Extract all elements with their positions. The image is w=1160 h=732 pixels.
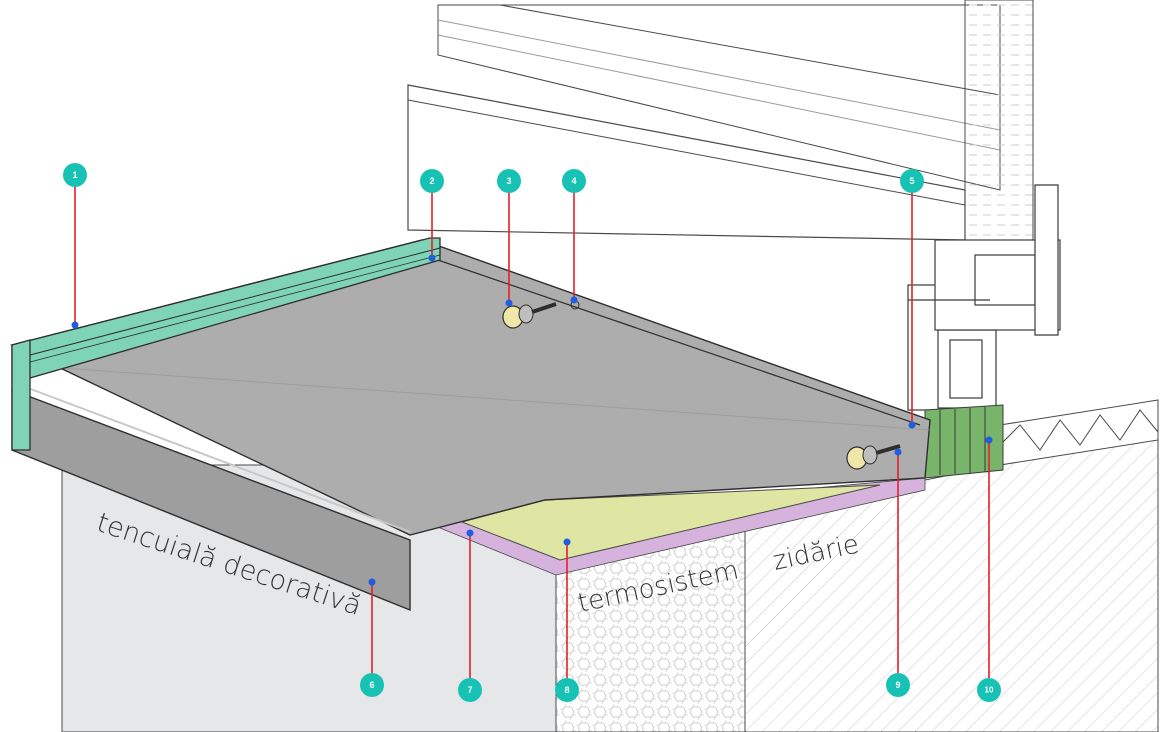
marker-1-label: 1 <box>72 170 77 180</box>
marker-3-label: 3 <box>506 176 511 186</box>
marker-2: 2 <box>420 169 444 193</box>
marker-10: 10 <box>977 678 1001 702</box>
screw-right <box>846 444 901 470</box>
marker-10-label: 10 <box>985 686 994 695</box>
frame-seal <box>924 404 1004 479</box>
window-frame <box>407 4 1001 241</box>
marker-9-label: 9 <box>895 680 900 690</box>
marker-6-label: 6 <box>369 680 374 690</box>
marker-2-label: 2 <box>429 176 434 186</box>
marker-5: 5 <box>900 169 924 193</box>
marker-7-label: 7 <box>467 685 472 695</box>
marker-8-label: 8 <box>564 685 569 695</box>
sill-end-cap <box>11 237 441 451</box>
marker-7: 7 <box>458 678 482 702</box>
marker-5-label: 5 <box>909 176 914 186</box>
marker-9: 9 <box>886 673 910 697</box>
marker-4-label: 4 <box>571 176 576 186</box>
marker-4: 4 <box>562 169 586 193</box>
anchor-dots <box>71 254 993 586</box>
marker-8: 8 <box>555 678 579 702</box>
screw-left <box>502 302 557 329</box>
glazing <box>964 0 1034 246</box>
marker-1: 1 <box>63 163 87 187</box>
leader-lines <box>74 175 990 690</box>
marker-6: 6 <box>360 673 384 697</box>
marker-3: 3 <box>497 169 521 193</box>
